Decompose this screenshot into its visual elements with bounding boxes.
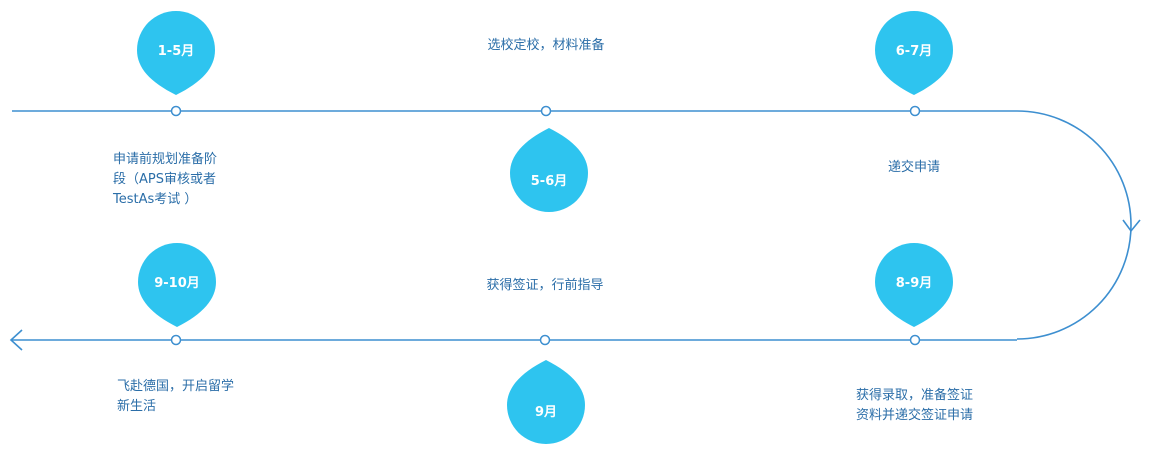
drop-marker-9 xyxy=(507,360,585,444)
timeline-turn-curve xyxy=(915,110,1132,340)
period-label-9: 9月 xyxy=(534,405,558,420)
drop-marker-5-6 xyxy=(510,128,588,212)
node-6-7 xyxy=(909,105,921,117)
stage-desc-6-7: 递交申请 xyxy=(887,160,940,175)
node-9-10 xyxy=(170,334,182,346)
period-label-1-5: 1-5月 xyxy=(157,44,195,59)
period-label-6-7: 6-7月 xyxy=(895,44,933,59)
node-8-9 xyxy=(909,334,921,346)
stage-desc-1-5: 申请前规划准备阶 段（APS审核或者 TestAs考试 ） xyxy=(113,152,218,207)
left-arrow-icon xyxy=(9,329,23,351)
drop-marker-6-7 xyxy=(875,11,953,95)
stage-desc-8-9: 获得录取，准备签证 资料并递交签证申请 xyxy=(856,388,974,423)
node-9 xyxy=(539,334,551,346)
node-1-5 xyxy=(170,105,182,117)
stage-desc-9: 获得签证，行前指导 xyxy=(486,278,604,293)
period-label-9-10: 9-10月 xyxy=(154,276,200,291)
period-label-8-9: 8-9月 xyxy=(895,276,933,291)
stage-desc-5-6: 选校定校，材料准备 xyxy=(487,38,605,53)
drop-marker-9-10 xyxy=(138,243,216,327)
drop-marker-8-9 xyxy=(875,243,953,327)
node-5-6 xyxy=(540,105,552,117)
stage-desc-9-10: 飞赴德国，开启留学 新生活 xyxy=(117,379,235,414)
curve-arrow-icon xyxy=(1122,219,1141,233)
drop-marker-1-5 xyxy=(137,11,215,95)
period-label-5-6: 5-6月 xyxy=(530,174,568,189)
